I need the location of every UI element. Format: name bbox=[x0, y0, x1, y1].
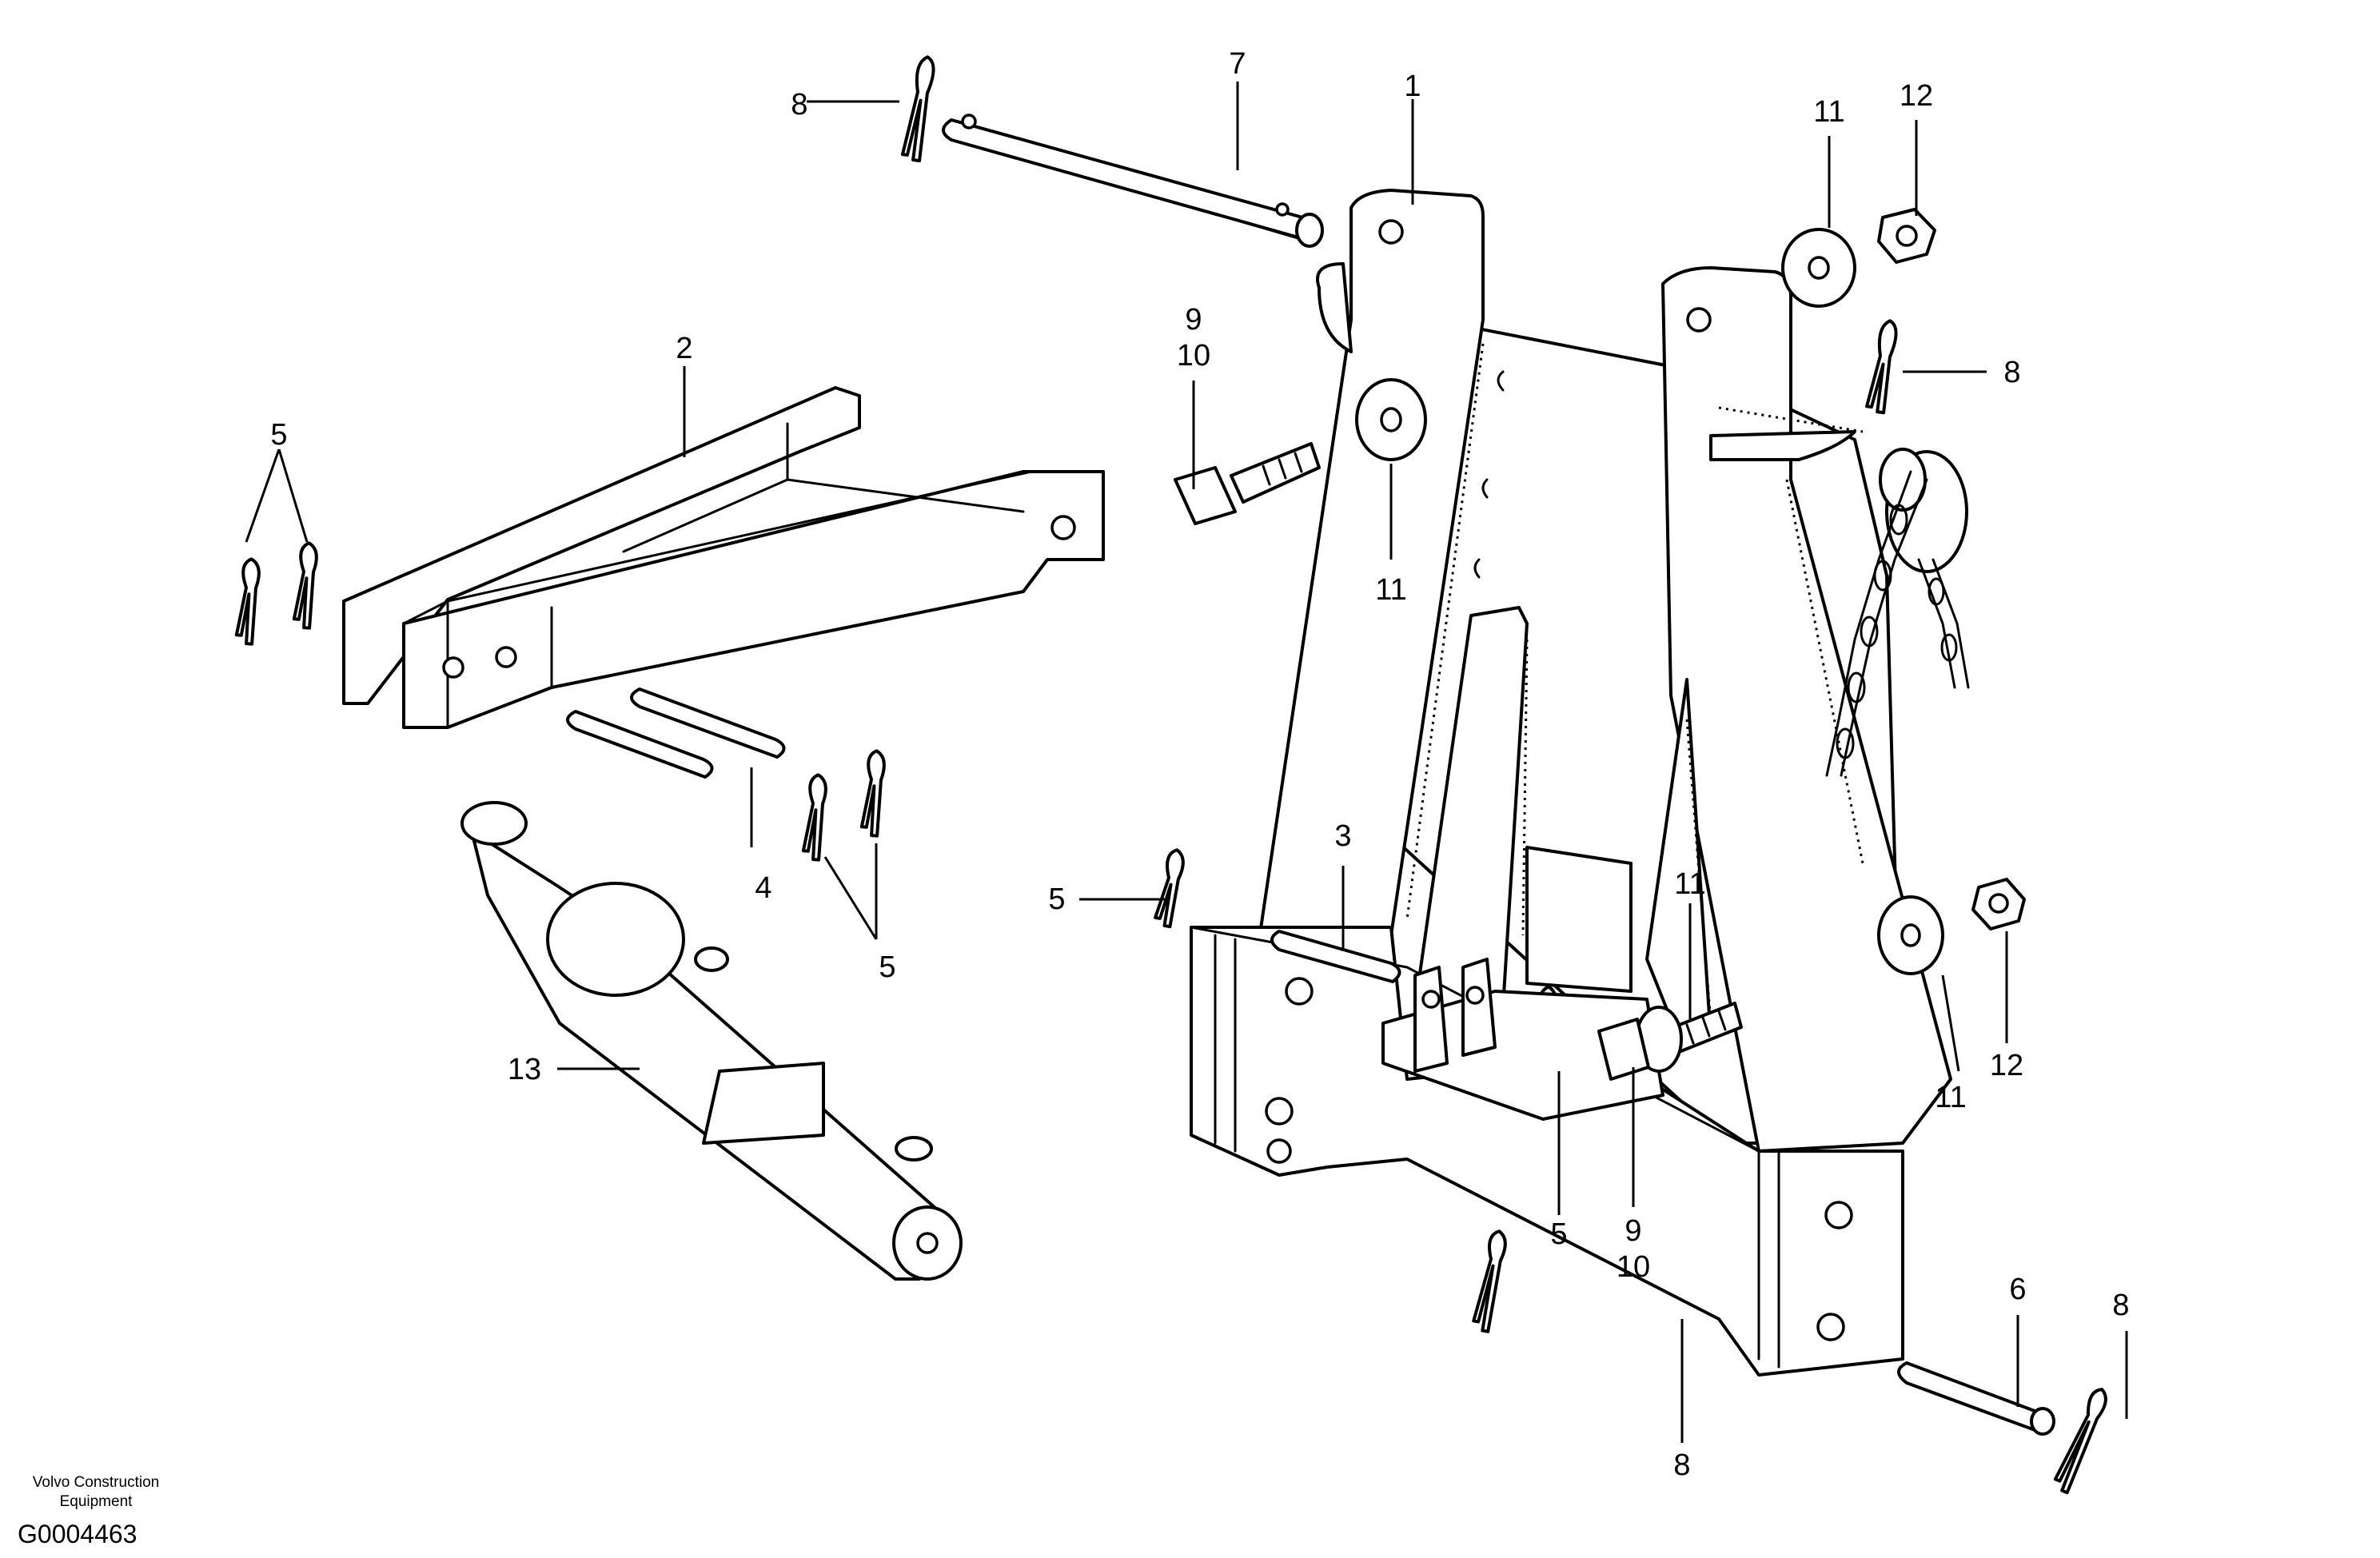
callout-6: 6 bbox=[2009, 1273, 2026, 1306]
part-short-pin-a bbox=[566, 710, 714, 779]
callout-labels: 1 2 3 4 5 5 5 5 6 7 8 8 8 8 9 10 9 10 11… bbox=[270, 47, 2129, 1482]
callout-7: 7 bbox=[1229, 47, 1246, 81]
cotter-pin-right-top bbox=[1865, 319, 1898, 415]
part-short-pin-b bbox=[630, 687, 786, 759]
callout-1: 1 bbox=[1404, 70, 1421, 103]
callout-11-top: 11 bbox=[1813, 95, 1844, 129]
callout-10-lower: 10 bbox=[1617, 1250, 1650, 1284]
credit-company-line1: Volvo Construction bbox=[33, 1474, 159, 1491]
callout-8-bottom: 8 bbox=[2112, 1289, 2129, 1322]
callout-11-right: 11 bbox=[1935, 1081, 1966, 1114]
part-bolt-lower bbox=[1597, 1002, 1743, 1081]
callout-8-right: 8 bbox=[2003, 356, 2020, 389]
part-hydraulic-cylinder bbox=[460, 801, 963, 1281]
callout-11-upper-left: 11 bbox=[1375, 573, 1406, 607]
cotter-pin-bottom-right bbox=[2053, 1388, 2107, 1495]
part-nut-right bbox=[1971, 878, 2026, 930]
callout-8-hitch: 8 bbox=[1673, 1448, 1690, 1482]
part-short-pin-hitch bbox=[1897, 1361, 2055, 1436]
part-nut-top bbox=[1877, 208, 1936, 264]
cotter-pin-left-b bbox=[292, 541, 318, 630]
callout-5-pins: 5 bbox=[879, 950, 895, 984]
cotter-pin-center bbox=[1154, 848, 1185, 929]
leader-lines bbox=[245, 82, 2128, 1443]
cotter-pin-top-left bbox=[900, 55, 935, 163]
callout-3: 3 bbox=[1334, 819, 1351, 853]
callout-8-top: 8 bbox=[791, 88, 807, 122]
part-bolt-upper bbox=[1174, 442, 1321, 525]
part-washer-right bbox=[1877, 895, 1944, 975]
callout-12-top: 12 bbox=[1900, 79, 1933, 113]
cotter-pin-mid-a bbox=[801, 773, 827, 862]
callout-5-frame: 5 bbox=[1048, 883, 1065, 916]
part-chain bbox=[1825, 470, 1970, 777]
callout-5-base: 5 bbox=[1550, 1217, 1567, 1251]
part-a-frame-arm bbox=[342, 386, 1105, 729]
callout-4: 4 bbox=[755, 871, 771, 905]
cotter-pin-left-a bbox=[234, 557, 261, 646]
callout-10-upper: 10 bbox=[1177, 339, 1210, 373]
callout-12-right: 12 bbox=[1990, 1049, 2023, 1082]
callout-11-center: 11 bbox=[1674, 867, 1705, 901]
callout-9-upper: 9 bbox=[1185, 303, 1202, 337]
cotter-pin-mid-b bbox=[859, 749, 886, 838]
part-washer-top bbox=[1781, 228, 1856, 308]
part-long-pin bbox=[942, 114, 1324, 248]
part-main-frame bbox=[1190, 189, 1968, 1377]
document-id: G0004463 bbox=[18, 1520, 137, 1548]
part-washer-upper-left bbox=[1355, 378, 1427, 461]
credit-company-line2: Equipment bbox=[60, 1493, 134, 1510]
credit-block: Volvo Construction Equipment G0004463 bbox=[18, 1474, 159, 1548]
callout-13: 13 bbox=[508, 1053, 541, 1086]
callout-9-lower: 9 bbox=[1625, 1214, 1641, 1248]
cotter-pin-hitch bbox=[1472, 1229, 1507, 1333]
callout-2: 2 bbox=[676, 332, 692, 365]
callout-5-left: 5 bbox=[270, 418, 287, 452]
